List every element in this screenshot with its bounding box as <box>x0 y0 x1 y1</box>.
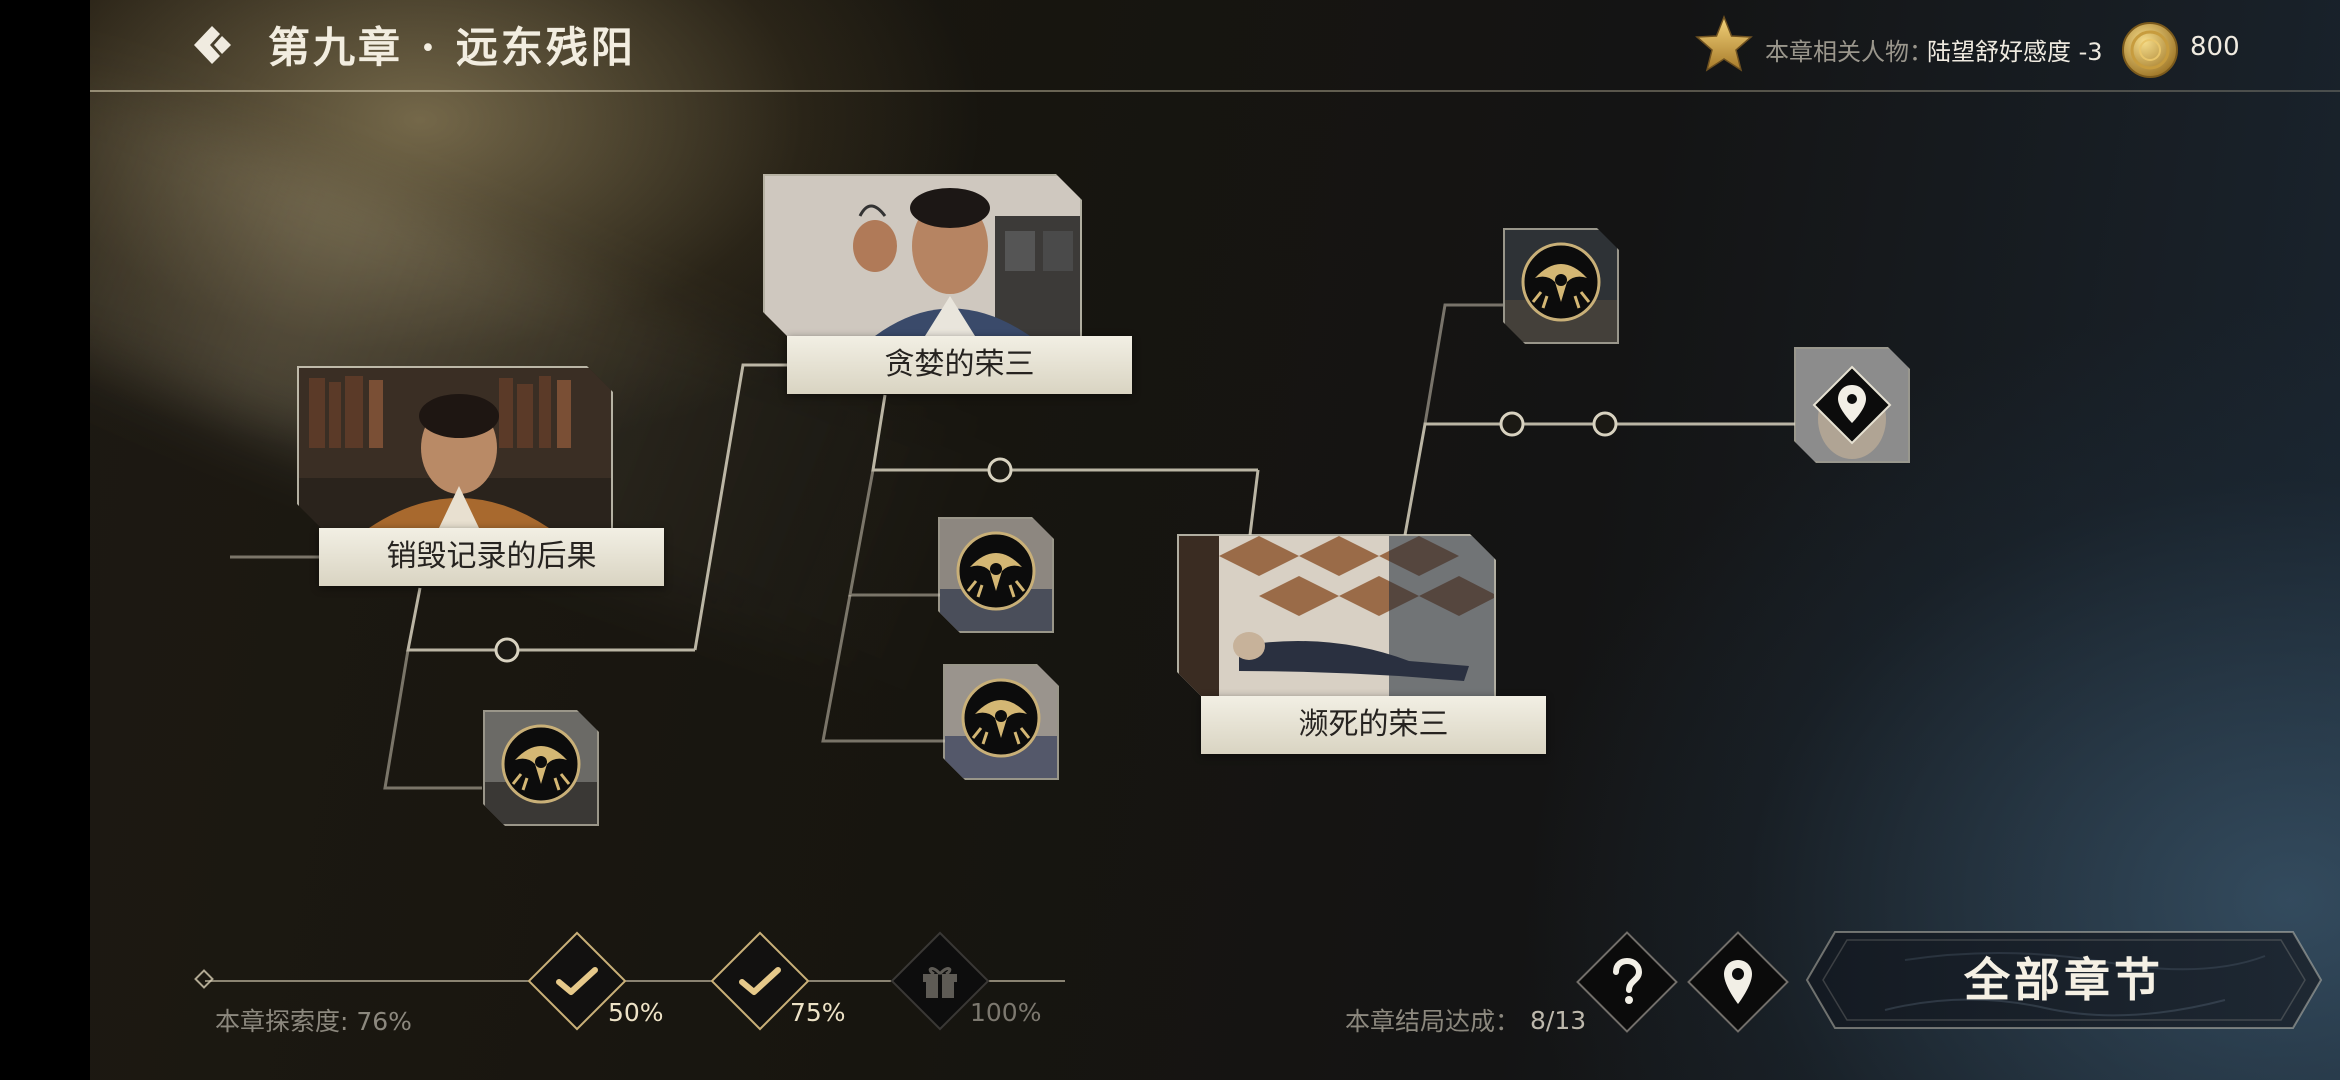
story-tree-lines <box>230 303 1795 790</box>
milestone-75-label: 75% <box>790 998 846 1027</box>
spider-emblem-icon <box>940 519 1052 631</box>
node-thumbnail <box>763 174 1082 338</box>
spider-emblem-icon <box>945 666 1057 778</box>
locked-story-node[interactable] <box>483 710 599 826</box>
check-icon <box>725 946 795 1016</box>
milestone-50-label: 50% <box>608 998 664 1027</box>
milestone-100-label: 100% <box>970 998 1042 1027</box>
gift-icon <box>905 946 975 1016</box>
all-chapters-label: 全部章节 <box>1964 953 2164 1007</box>
spider-emblem-icon <box>485 712 597 824</box>
node-thumbnail <box>1177 534 1496 698</box>
story-node-dying-rong[interactable]: 濒死的荣三 <box>1177 534 1547 756</box>
all-chapters-button[interactable]: 全部章节 <box>1805 930 2323 1030</box>
locked-story-node[interactable] <box>1503 228 1619 344</box>
related-characters-value: 陆望舒好感度 -3 <box>1927 38 2103 66</box>
locked-story-node[interactable] <box>943 664 1059 780</box>
back-button[interactable] <box>190 20 240 70</box>
all-chapters-frame <box>1805 931 2323 1029</box>
story-node-destroy-records[interactable]: 销毁记录的后果 <box>297 366 667 588</box>
node-title: 濒死的荣三 <box>1201 696 1546 754</box>
question-icon <box>1591 946 1663 1018</box>
location-pin-icon <box>1702 946 1774 1018</box>
check-icon <box>542 946 612 1016</box>
header-divider <box>90 90 2340 92</box>
location-story-node[interactable] <box>1794 347 1910 463</box>
coin-count: 800 <box>2190 32 2240 62</box>
locked-story-node[interactable] <box>938 517 1054 633</box>
endings-achieved-label: 本章结局达成： <box>1345 1007 1521 1036</box>
exploration-progress-track <box>205 980 1065 982</box>
node-thumbnail <box>297 366 613 530</box>
chapter-title: 第九章 · 远东残阳 <box>268 23 636 72</box>
related-characters-label: 本章相关人物： <box>1765 38 1933 66</box>
node-title: 销毁记录的后果 <box>319 528 664 586</box>
location-pin-icon <box>1796 349 1908 461</box>
coin-icon <box>2120 20 2180 84</box>
spider-emblem-icon <box>1505 230 1617 342</box>
endings-achieved-value: 8/13 <box>1530 1006 1587 1035</box>
exploration-progress-label: 本章探索度: 76% <box>215 1007 412 1036</box>
back-chevron-icon <box>194 26 231 64</box>
node-title: 贪婪的荣三 <box>787 336 1132 394</box>
star-icon <box>1693 14 1755 80</box>
chapter-map: 第九章 · 远东残阳 本章相关人物： 陆望舒好感度 -3 800 <box>90 0 2340 1080</box>
story-node-greedy-rong[interactable]: 贪婪的荣三 <box>763 174 1143 396</box>
